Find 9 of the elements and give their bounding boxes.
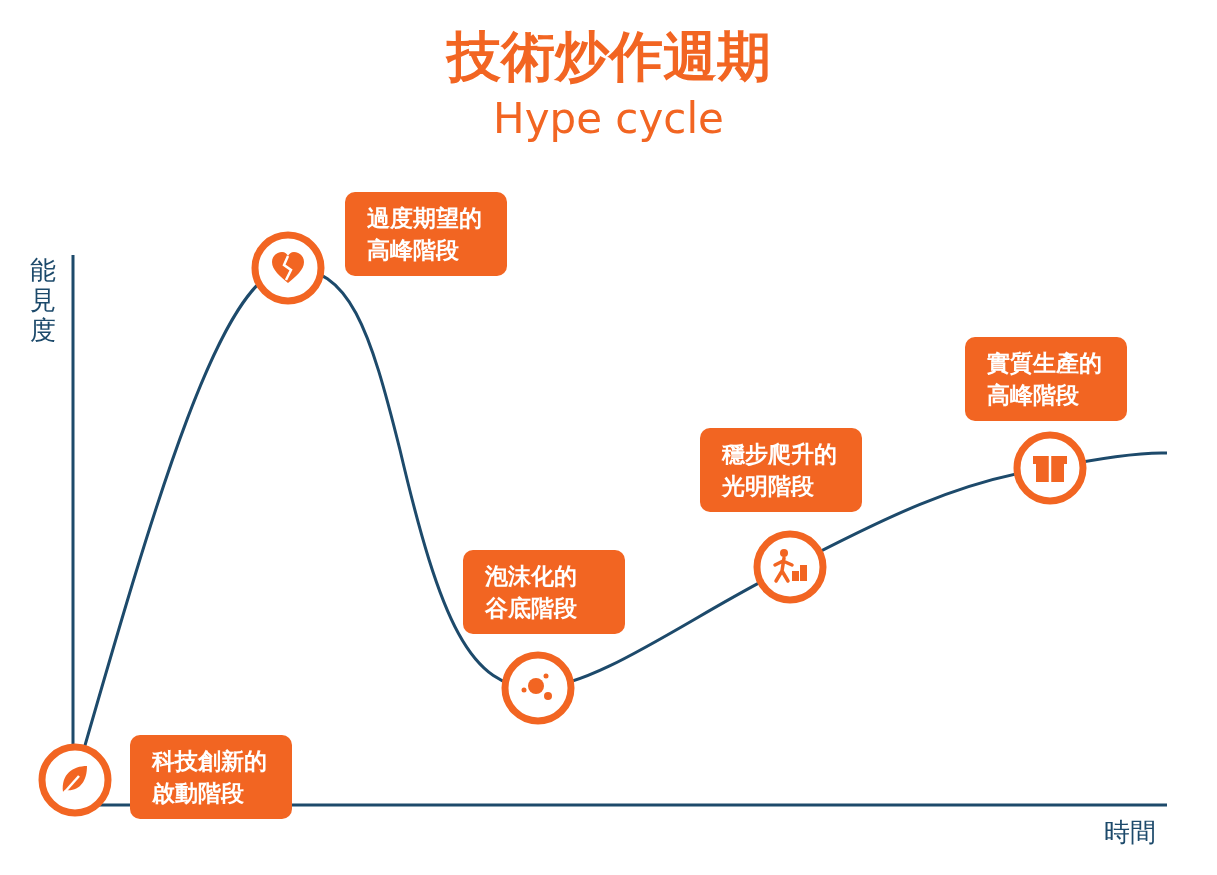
title: 技術炒作週期 [444, 24, 772, 90]
phase-label: 過度期望的高峰階段 [345, 192, 507, 276]
subtitle: Hype cycle [492, 93, 725, 145]
axis-label: 能見度 [30, 255, 57, 345]
phase-label: 科技創新的啟動階段 [130, 735, 292, 819]
axis-label: 時間 [1104, 816, 1156, 849]
phase-label: 實質生產的高峰階段 [965, 337, 1127, 421]
phase-label: 泡沫化的谷底階段 [463, 550, 625, 634]
phase-label: 穩步爬升的光明階段 [700, 428, 862, 512]
